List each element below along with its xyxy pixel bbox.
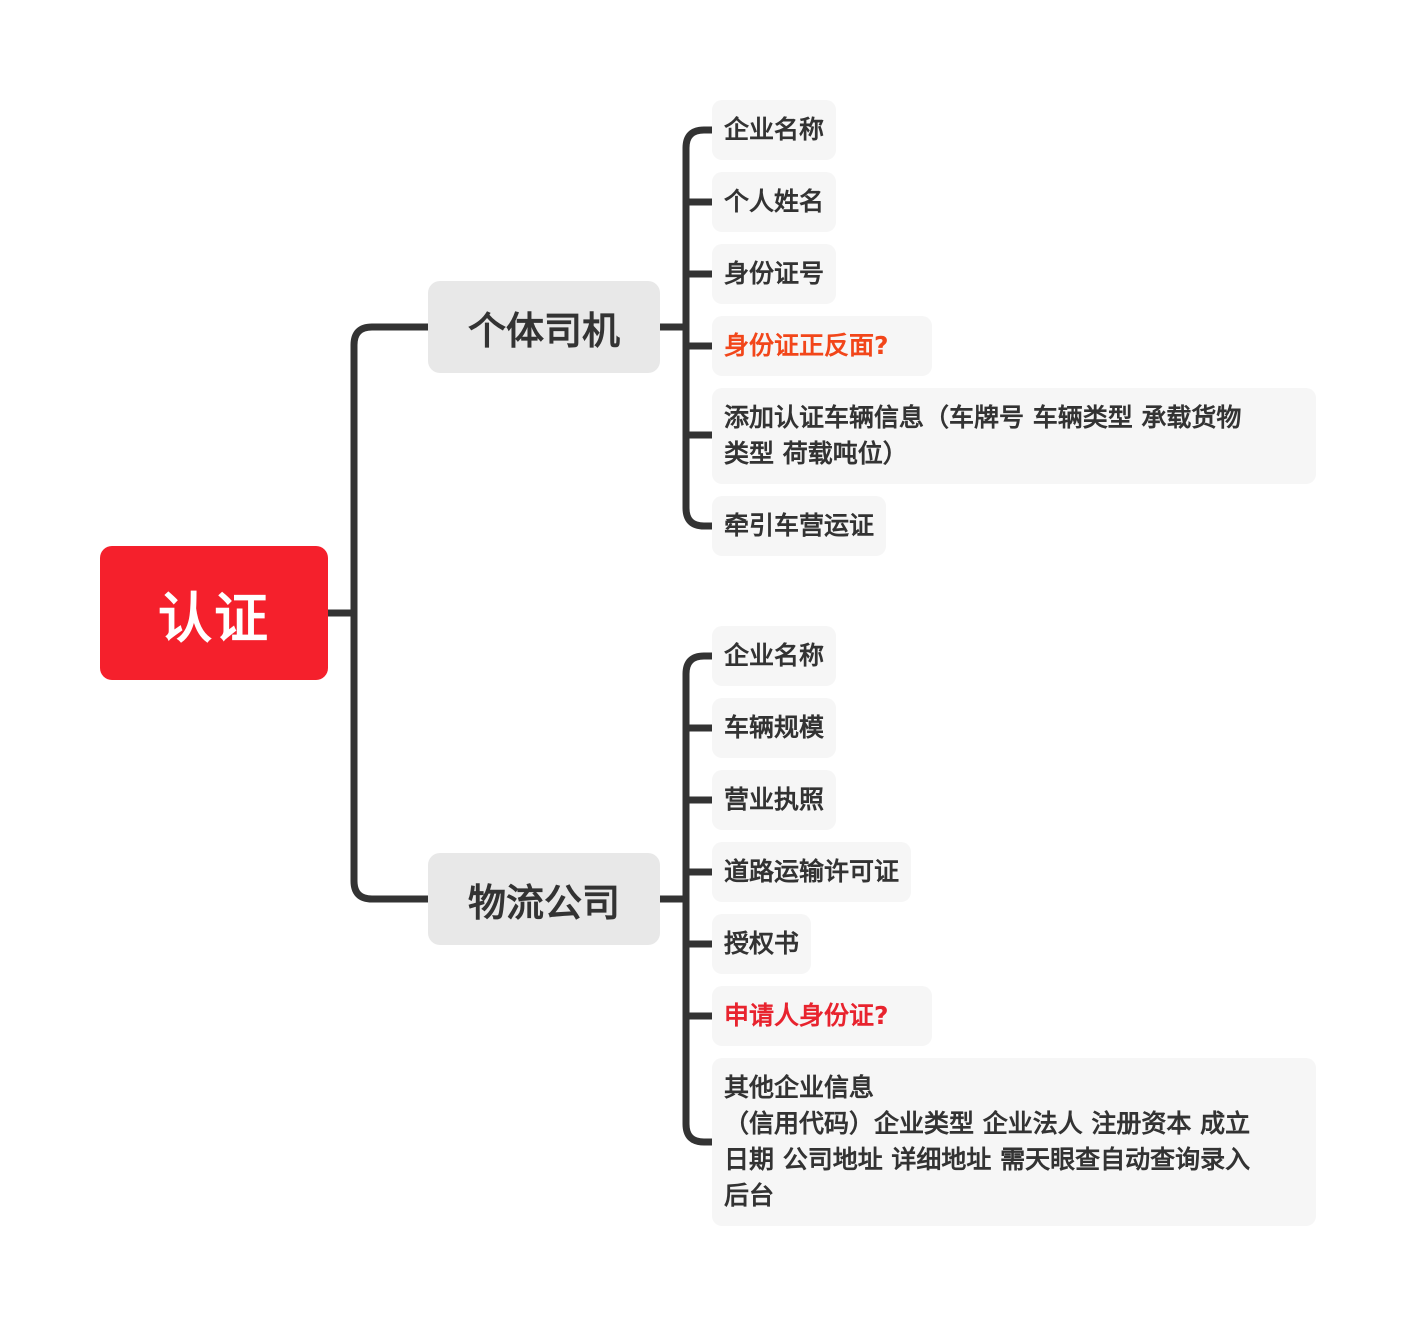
connector-root-trunk: [350, 323, 432, 903]
leaf-text-line-4: 后台: [724, 1181, 775, 1210]
connector-branch-1-trunk: [682, 126, 716, 530]
root-node[interactable]: 认证: [100, 546, 328, 680]
leaf-text-line-2: 类型 荷载吨位）: [724, 439, 908, 468]
leaf-text: 身份证号: [724, 259, 825, 288]
leaf-text-line-2: （信用代码）企业类型 企业法人 注册资本 成立: [724, 1109, 1251, 1138]
leaf-text-line-3: 日期 公司地址 详细地址 需天眼查自动查询录入: [724, 1145, 1251, 1174]
leaf-id-card-photos[interactable]: 身份证正反面?: [712, 316, 932, 376]
leaf-id-number[interactable]: 身份证号: [712, 244, 837, 304]
leaf-tractor-license[interactable]: 牵引车营运证: [712, 496, 887, 556]
leaf-transport-permit[interactable]: 道路运输许可证: [712, 842, 912, 902]
leaf-text: 道路运输许可证: [724, 857, 900, 886]
leaf-vehicle-info[interactable]: 添加认证车辆信息（车牌号 车辆类型 承载货物 类型 荷载吨位）: [712, 388, 1316, 484]
leaf-text: 申请人身份证?: [724, 1001, 889, 1030]
branch-node-logistics-company[interactable]: 物流公司: [428, 853, 660, 945]
leaf-text: 企业名称: [724, 641, 825, 670]
branch-label: 物流公司: [467, 880, 620, 925]
branch-node-individual-driver[interactable]: 个体司机: [428, 281, 660, 373]
leaf-authorization-letter[interactable]: 授权书: [712, 914, 812, 974]
leaf-company-name[interactable]: 企业名称: [712, 100, 837, 160]
branch-label: 个体司机: [467, 308, 620, 353]
leaf-business-license[interactable]: 营业执照: [712, 770, 837, 830]
leaf-company-name-2[interactable]: 企业名称: [712, 626, 837, 686]
leaf-text: 企业名称: [724, 115, 825, 144]
leaf-text-line-1: 添加认证车辆信息（车牌号 车辆类型 承载货物: [724, 403, 1242, 432]
leaf-text: 身份证正反面?: [724, 331, 889, 360]
root-label: 认证: [158, 586, 270, 650]
leaf-personal-name[interactable]: 个人姓名: [712, 172, 837, 232]
leaf-text: 牵引车营运证: [724, 511, 875, 540]
leaf-fleet-size[interactable]: 车辆规模: [712, 698, 837, 758]
leaf-applicant-id[interactable]: 申请人身份证?: [712, 986, 932, 1046]
connector-branch-2-trunk: [682, 652, 716, 1146]
leaf-text: 营业执照: [724, 785, 825, 814]
leaf-text: 授权书: [724, 929, 800, 958]
leaf-other-company-info[interactable]: 其他企业信息 （信用代码）企业类型 企业法人 注册资本 成立 日期 公司地址 详…: [712, 1058, 1316, 1226]
leaf-text: 个人姓名: [724, 187, 825, 216]
leaf-text: 车辆规模: [724, 713, 825, 742]
leaf-text-line-1: 其他企业信息: [724, 1073, 875, 1102]
